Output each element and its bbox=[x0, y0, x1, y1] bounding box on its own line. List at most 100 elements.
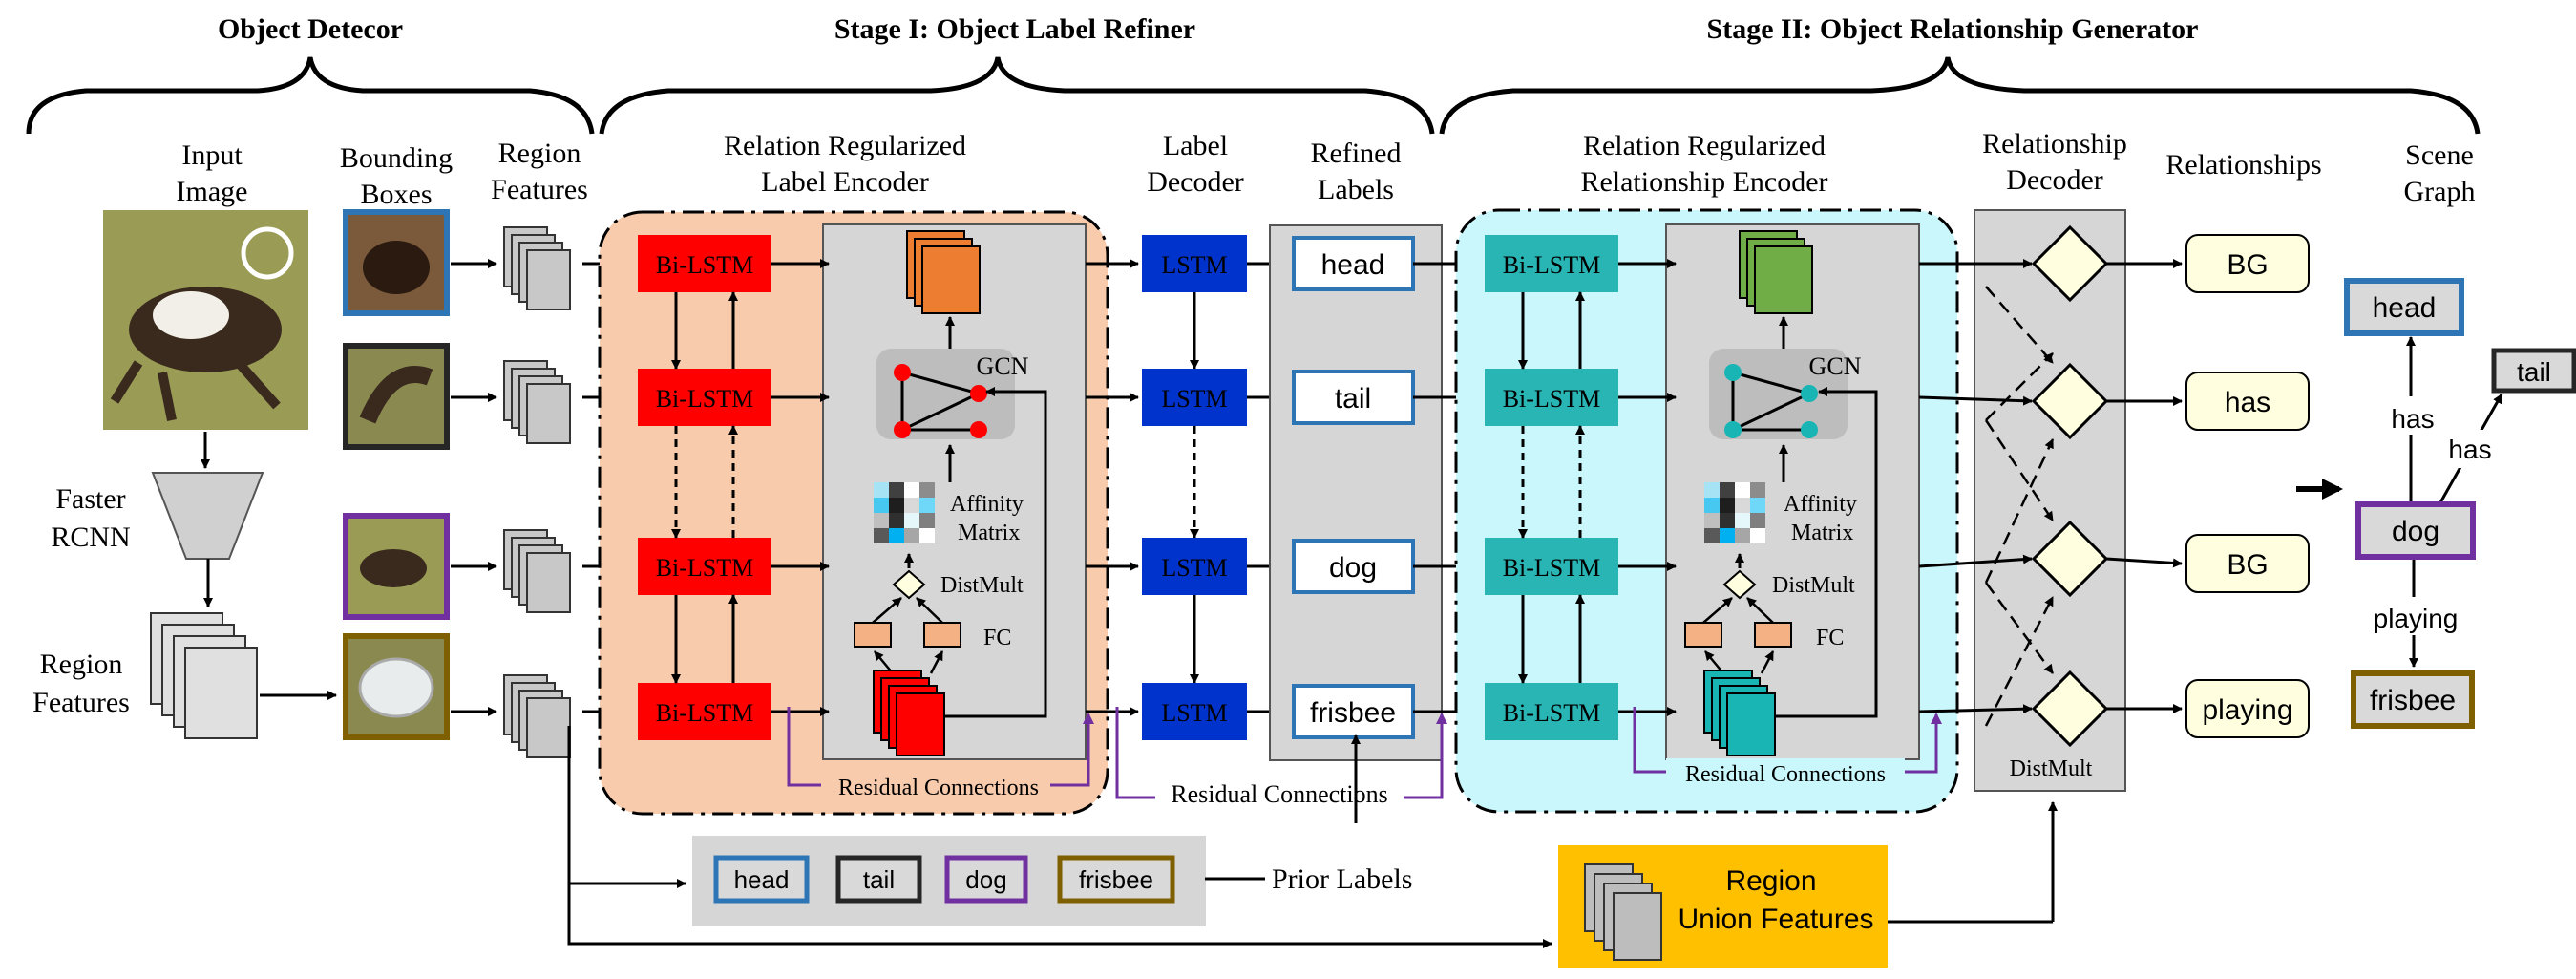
header-detector: Object Detecor bbox=[218, 13, 403, 45]
affinity-cell bbox=[1704, 528, 1720, 543]
header-stage2: Stage II: Object Relationship Generator bbox=[1707, 13, 2199, 45]
affinity-cell bbox=[919, 498, 935, 513]
prior-label-box-1 bbox=[835, 855, 922, 904]
affinity-cell bbox=[919, 528, 935, 543]
affinity-cell bbox=[874, 482, 889, 498]
region-feature-stack-0 bbox=[526, 249, 571, 310]
stage2-gcn-label: GCN bbox=[1809, 352, 1862, 380]
prior-label-2: dog bbox=[965, 865, 1006, 894]
relationship-label-1: has bbox=[2225, 387, 2270, 418]
stage1-affinity-1: Affinity bbox=[950, 492, 1024, 517]
affinity-cell bbox=[874, 528, 889, 543]
lstm-1 bbox=[1142, 369, 1247, 426]
prior-labels-title: Prior Labels bbox=[1272, 863, 1412, 895]
mid-residual: Residual Connections bbox=[1115, 707, 1447, 823]
col-rel-encoder-1: Relation Regularized bbox=[1583, 130, 1826, 161]
region-feature-stacks bbox=[503, 226, 639, 758]
decoder-dashed-arrow bbox=[1984, 596, 2055, 727]
col-input-image-1: Input bbox=[181, 139, 243, 171]
scene-node-frisbee bbox=[2351, 670, 2475, 729]
affinity-cell bbox=[919, 482, 935, 498]
affinity-cell bbox=[1735, 482, 1750, 498]
lstm-2 bbox=[1142, 538, 1247, 595]
refined-label-0: head bbox=[1321, 249, 1385, 281]
scene-node-head-label: head bbox=[2373, 292, 2437, 324]
relationship-box-1 bbox=[2185, 372, 2310, 431]
affinity-cell bbox=[1720, 498, 1735, 513]
region-feature-stack-2 bbox=[526, 552, 571, 613]
scene-node-dog bbox=[2355, 501, 2476, 560]
stage2-bilstm-1 bbox=[1485, 369, 1618, 426]
stage2-distmult: DistMult bbox=[1772, 573, 1855, 598]
col-input-image-2: Image bbox=[177, 176, 248, 207]
col-refined-2: Labels bbox=[1318, 174, 1394, 205]
stage2-residual-label: Residual Connections bbox=[1685, 762, 1886, 787]
col-label-encoder-1: Relation Regularized bbox=[724, 130, 966, 161]
decoder-diamond-1 bbox=[2031, 362, 2109, 440]
col-rel-encoder-2: Relationship Encoder bbox=[1580, 166, 1827, 198]
header-stage1: Stage I: Object Label Refiner bbox=[834, 13, 1195, 45]
mid-residual-label: Residual Connections bbox=[1171, 780, 1387, 808]
stage1-bilstm-label-3: Bi-LSTM bbox=[656, 699, 754, 727]
stage2-affinity-1: Affinity bbox=[1784, 492, 1857, 517]
scene-node-frisbee-label: frisbee bbox=[2370, 685, 2456, 716]
scene-graph: has has playing head tail dog frisbee bbox=[2296, 278, 2576, 729]
bbox-head bbox=[343, 209, 450, 316]
region-features-left-2: Features bbox=[32, 687, 130, 718]
col-label-encoder-2: Label Encoder bbox=[761, 166, 929, 198]
stage1-bilstm-label-0: Bi-LSTM bbox=[656, 251, 754, 279]
col-scene-1: Scene bbox=[2405, 139, 2474, 171]
col-regfeat-1: Region bbox=[498, 138, 581, 169]
affinity-cell bbox=[904, 482, 919, 498]
col-rel-decoder-2: Decoder bbox=[2006, 164, 2103, 196]
stage2-bilstm-3 bbox=[1485, 683, 1618, 740]
stage1-bilstm-label-2: Bi-LSTM bbox=[656, 554, 754, 582]
affinity-cell bbox=[904, 498, 919, 513]
affinity-cell bbox=[1704, 498, 1720, 513]
input-image bbox=[103, 210, 308, 430]
union-label-2: Union Features bbox=[1678, 904, 1873, 935]
scene-node-tail bbox=[2491, 348, 2576, 394]
refined-labels-panel bbox=[1269, 224, 1443, 761]
affinity-cell bbox=[1735, 528, 1750, 543]
union-label-1: Region bbox=[1725, 865, 1816, 897]
relationship-label-2: BG bbox=[2227, 549, 2268, 581]
relationship-label-3: playing bbox=[2202, 694, 2292, 726]
affinity-cell bbox=[889, 482, 904, 498]
lstm-3 bbox=[1142, 683, 1247, 740]
relationship-decoder bbox=[1918, 224, 2183, 748]
refined-label-2: dog bbox=[1329, 552, 1377, 584]
stage2-bilstm-label-0: Bi-LSTM bbox=[1503, 251, 1601, 279]
affinity-cell bbox=[919, 513, 935, 528]
relationship-box-0 bbox=[2185, 234, 2310, 293]
stage1-bilstm-1 bbox=[638, 369, 771, 426]
lstm-label-3: LSTM bbox=[1161, 699, 1227, 727]
stage2-bilstm-label-1: Bi-LSTM bbox=[1503, 385, 1601, 413]
affinity-cell bbox=[1750, 513, 1765, 528]
decoder-dashed-arrow bbox=[1985, 286, 2054, 364]
encoder-to-decoder-arrow bbox=[1918, 704, 2033, 714]
prior-label-0: head bbox=[734, 865, 790, 894]
refined-label-3: frisbee bbox=[1310, 697, 1396, 729]
stage1-bilstm-0 bbox=[638, 235, 771, 292]
scene-node-tail-label: tail bbox=[2517, 357, 2551, 387]
stage2-gcn-block: GCN Affinity Matrix DistMult FC bbox=[1684, 230, 1878, 756]
encoder-to-decoder-arrow bbox=[1918, 554, 2033, 568]
stage1-bilstm-2 bbox=[638, 538, 771, 595]
col-label-decoder-2: Decoder bbox=[1147, 166, 1244, 198]
bbox-tail bbox=[343, 343, 450, 450]
affinity-cell bbox=[1704, 482, 1720, 498]
region-features-left-1: Region bbox=[40, 649, 123, 680]
stage2-residual: Residual Connections bbox=[1633, 707, 1942, 787]
decoder-dashed-arrow bbox=[1985, 352, 2054, 421]
lstm-0 bbox=[1142, 235, 1247, 292]
lstm-label-1: LSTM bbox=[1161, 385, 1227, 413]
decoder-out-arrow bbox=[2105, 557, 2183, 568]
affinity-cell bbox=[1750, 528, 1765, 543]
col-refined-1: Refined bbox=[1311, 138, 1402, 169]
stage1-bilstm-3 bbox=[638, 683, 771, 740]
